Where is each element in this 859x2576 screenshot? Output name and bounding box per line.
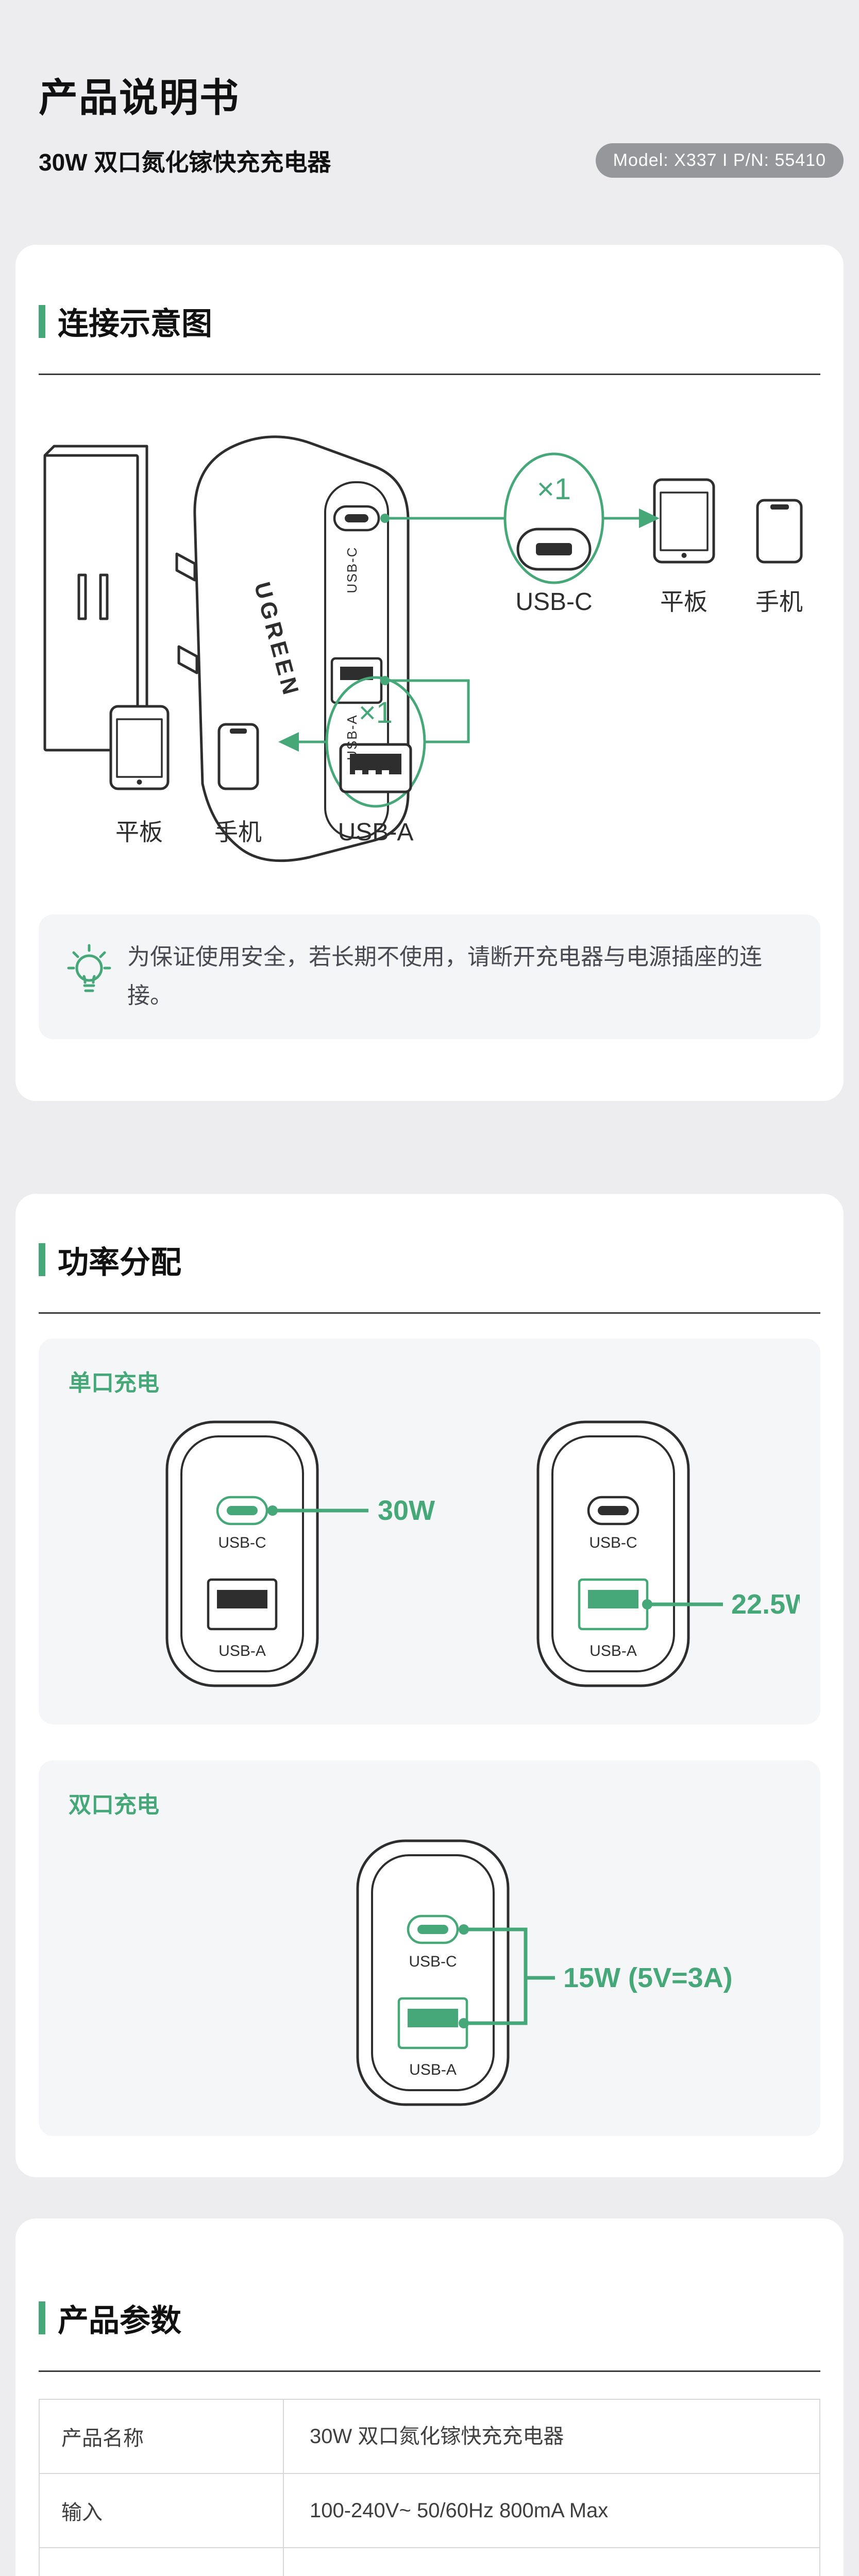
dual-port-panel: 双口充电 USB-C USB-A (39, 1760, 820, 2136)
svg-text:USB-A: USB-A (589, 1642, 637, 1659)
header: 产品说明书 30W 双口氮化镓快充充电器 Model: X337 I P/N: … (0, 0, 859, 178)
green-accent-bar (39, 304, 45, 338)
arrow-left-icon (278, 732, 299, 752)
model-badge: Model: X337 I P/N: 55410 (595, 143, 844, 178)
usbc-port (587, 1496, 639, 1525)
phone-label-1: 手机 (755, 588, 803, 615)
green-connector-lines (299, 452, 639, 808)
dual-port-diagram: USB-C USB-A 15W (5V=3A) (356, 1839, 733, 2106)
wall-outlet-icon (43, 445, 148, 752)
specs-card: 产品参数 产品名称 30W 双口氮化镓快充充电器 输入 100-240V~ 50… (15, 2218, 844, 2576)
connection-diagram-art: ×1 ×1 USB-C USB-A UGREEN USB-C 平板 手机 平板 … (43, 435, 803, 862)
tablet-label-1: 平板 (660, 588, 708, 615)
svg-text:USB-C: USB-C (589, 1534, 637, 1551)
safety-note-text: 为保证使用安全，若长期不使用，请断开充电器与电源插座的连接。 (127, 944, 762, 1008)
usba-power-label: 22.5W (731, 1589, 800, 1620)
connection-diagram: ×1 ×1 USB-C USB-A UGREEN USB-C 平板 手机 平板 … (39, 400, 820, 871)
connection-section-head: 连接示意图 (39, 299, 820, 344)
page-title: 产品说明书 (39, 76, 240, 120)
table-row: 输入 100-240V~ 50/60Hz 800mA Max (40, 2472, 819, 2547)
specs-section-title: 产品参数 (58, 2303, 181, 2338)
arrow-right-icon (639, 509, 660, 528)
usbc-cable-label: USB-C (515, 588, 592, 616)
dual-port-title: 双口充电 (69, 1792, 159, 1818)
dual-power-label: 15W (5V=3A) (563, 1962, 733, 1993)
section-divider (39, 374, 820, 375)
usb-a-plug-icon (339, 743, 412, 793)
green-accent-bar (39, 2301, 45, 2335)
usbc-port-highlighted (407, 1914, 459, 1944)
phone-icon (756, 499, 803, 564)
table-row: 产品名称 30W 双口氮化镓快充充电器 (40, 2399, 819, 2473)
single-port-diagram: USB-C USB-A 30W (165, 1420, 812, 1687)
usba-port (207, 1578, 278, 1630)
section-divider (39, 2370, 820, 2372)
usba-port-highlighted (397, 1997, 468, 2049)
single-port-panel: 单口充电 USB-C (39, 1338, 820, 1724)
product-subtitle: 30W 双口氮化镓快充充电器 (39, 148, 331, 176)
power-section-title: 功率分配 (58, 1245, 181, 1280)
count-label-usbc: ×1 (537, 472, 571, 506)
table-row: USB-C 输出 5.0V=3.0A/9.0V=3.0A/12.0V=2.5A/… (40, 2547, 819, 2576)
power-section-head: 功率分配 (39, 1238, 820, 1282)
svg-text:USB-C: USB-C (409, 1953, 457, 1970)
usb-c-plug-icon (516, 528, 592, 571)
safety-note: 为保证使用安全，若长期不使用，请断开充电器与电源插座的连接。 (39, 914, 820, 1039)
charger-usbc-port-label: USB-C (344, 547, 360, 594)
power-card: 功率分配 单口充电 USB-C (15, 1193, 844, 2177)
specs-section-head: 产品参数 (39, 2296, 820, 2341)
svg-text:USB-C: USB-C (218, 1534, 266, 1551)
lightbulb-icon (67, 944, 111, 992)
connector-dot-2 (380, 676, 390, 685)
connection-section-title: 连接示意图 (58, 307, 212, 341)
green-accent-bar (39, 1243, 45, 1277)
svg-text:USB-A: USB-A (218, 1642, 266, 1659)
count-label-usba: ×1 (359, 696, 393, 730)
specs-table: 产品名称 30W 双口氮化镓快充充电器 输入 100-240V~ 50/60Hz… (39, 2398, 820, 2576)
section-divider (39, 1312, 820, 1314)
connector-dot (380, 514, 390, 523)
single-port-title: 单口充电 (69, 1370, 159, 1396)
charger-usba-port-label: USB-A (344, 714, 360, 760)
svg-text:USB-A: USB-A (409, 2061, 457, 2078)
connection-card: 连接示意图 (15, 245, 844, 1101)
phone-icon-2 (217, 723, 259, 790)
usbc-power-label: 30W (378, 1495, 435, 1526)
tablet-label-2: 平板 (115, 819, 163, 845)
phone-label-2: 手机 (214, 819, 262, 845)
tablet-icon-2 (109, 705, 170, 790)
usbc-port-highlighted (216, 1496, 268, 1525)
usba-port-highlighted (578, 1578, 649, 1630)
tablet-icon (653, 478, 715, 564)
usba-cable-label: USB-A (338, 819, 414, 846)
